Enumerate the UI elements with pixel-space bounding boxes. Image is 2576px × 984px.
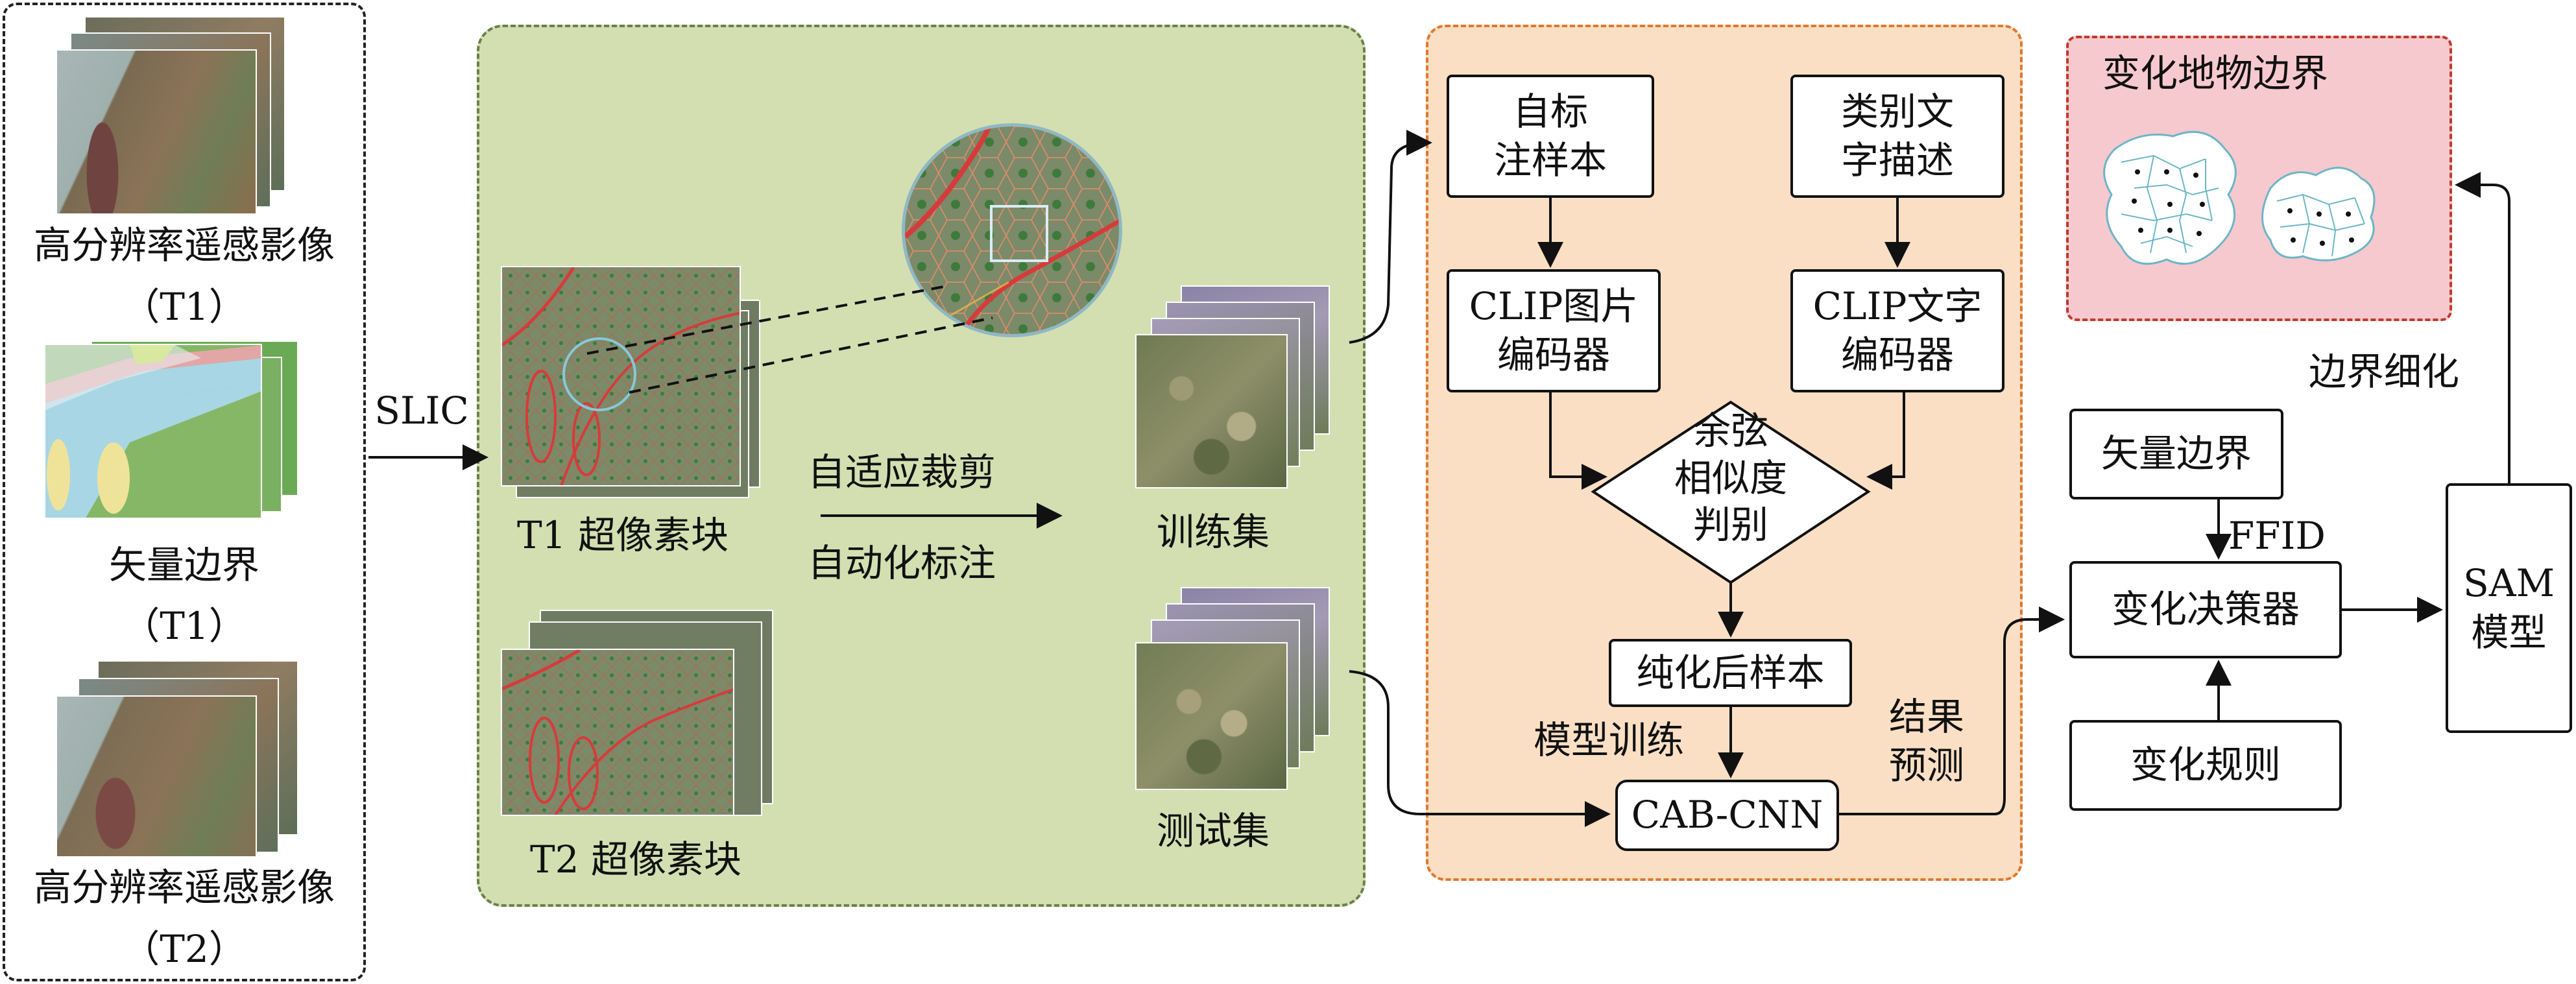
caption-vector-boundary: 矢量边界: [108, 543, 259, 587]
cosine-similarity-text: 余弦 相似度 判别: [1674, 409, 1787, 547]
auto-annotation-label: 自动化标注: [807, 541, 996, 585]
model-training-label: 模型训练: [1533, 718, 1684, 762]
ffid-label: FFID: [2228, 514, 2326, 558]
result-prediction-label: 结果 预测: [1888, 695, 1964, 788]
tag-t1: （T1）: [122, 285, 247, 329]
slic-label: SLIC: [374, 389, 469, 433]
cab-cnn-box: CAB-CNN: [1615, 780, 1839, 851]
t1-superpixel-label: T1 超像素块: [516, 513, 729, 557]
change-boundary-shapes: [2095, 123, 2400, 292]
adaptive-crop-label: 自适应裁剪: [807, 450, 996, 494]
t2-superpixel-image: [501, 649, 734, 816]
clip-text-encoder-box: CLIP文字 编码器: [1790, 269, 2004, 392]
train-set-image: [1135, 334, 1288, 488]
change-boundary-title: 变化地物边界: [2102, 51, 2328, 95]
vector-boundary-box: 矢量边界: [2069, 409, 2283, 499]
vector-map: [44, 344, 262, 519]
cosine-similarity-diamond: [1591, 400, 1871, 584]
self-labeled-samples-box: 自标 注样本: [1447, 75, 1654, 198]
caption-hr-image-t2: 高分辨率遥感影像: [33, 865, 335, 909]
test-set-label: 测试集: [1156, 809, 1270, 853]
sam-model-box: SAM 模型: [2446, 483, 2572, 733]
t2-superpixel-label: T2 超像素块: [529, 837, 742, 882]
zoom-circle: [902, 123, 1122, 337]
change-boundary-panel: [2066, 36, 2452, 321]
train-set-label: 训练集: [1156, 510, 1270, 554]
class-text-description-box: 类别文 字描述: [1790, 75, 2004, 198]
purified-samples-box: 纯化后样本: [1609, 639, 1852, 707]
caption-hr-image-t1: 高分辨率遥感影像: [33, 223, 335, 267]
clip-image-encoder-box: CLIP图片 编码器: [1447, 269, 1661, 392]
tag-vector-t1: （T1）: [122, 604, 247, 648]
change-decider-box: 变化决策器: [2069, 561, 2342, 658]
input-images-panel: [3, 3, 366, 981]
tag-t2: （T2）: [122, 927, 247, 971]
t1-superpixel-image: [501, 266, 741, 486]
boundary-refinement-label: 边界细化: [2308, 350, 2459, 394]
test-set-image: [1135, 642, 1288, 790]
change-rules-box: 变化规则: [2069, 720, 2342, 811]
